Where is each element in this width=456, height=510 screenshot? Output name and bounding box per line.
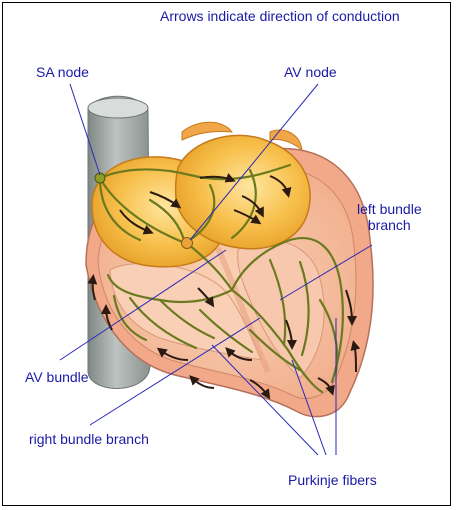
av-node-label: AV node — [284, 64, 337, 80]
purkinje-fibers-label: Purkinje fibers — [288, 472, 377, 488]
av-bundle-label: AV bundle — [25, 369, 89, 385]
left-bundle-pointer — [279, 244, 373, 301]
av-bundle-pointer — [59, 249, 227, 361]
left-atrium — [174, 121, 311, 250]
sa-node-marker — [94, 172, 106, 184]
purkinje-pointer-2 — [291, 359, 327, 456]
left-bundle-label-line2: branch — [367, 217, 411, 233]
sa-node-label: SA node — [36, 64, 89, 80]
pointer-lines — [59, 83, 373, 456]
right-bundle-branch-label: right bundle branch — [29, 431, 149, 447]
sa-node-pointer — [69, 83, 101, 176]
av-node-pointer — [189, 83, 319, 241]
left-bundle-branch-label: left bundle branch — [357, 201, 422, 233]
left-bundle-label-line1: left bundle — [357, 201, 422, 217]
diagram-caption: Arrows indicate direction of conduction — [160, 8, 400, 24]
av-node-marker — [181, 237, 193, 249]
purkinje-pointer-1 — [211, 344, 319, 456]
diagram-border — [2, 2, 451, 506]
conduction-arrows — [87, 173, 361, 400]
right-bundle-pointer — [89, 317, 261, 426]
